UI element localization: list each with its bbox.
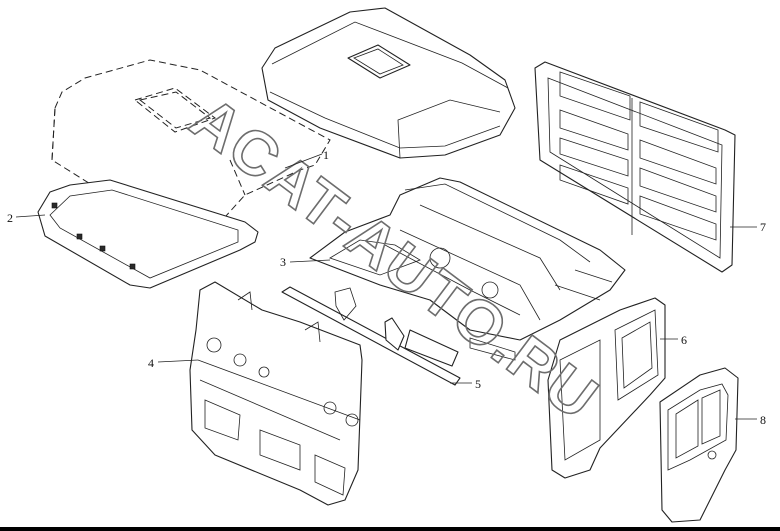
front-wall (189, 281, 363, 506)
callout-labels: 1 2 3 4 5 6 7 8 (7, 148, 766, 427)
callout-8: 8 (760, 413, 766, 427)
callout-6: 6 (681, 333, 687, 347)
callout-5: 5 (475, 377, 481, 391)
roof-panel (261, 7, 516, 159)
callout-2: 2 (7, 211, 13, 225)
door (659, 367, 739, 523)
callout-4: 4 (148, 356, 154, 370)
roof-frame (37, 179, 259, 289)
side-wall (547, 297, 666, 479)
callout-1: 1 (323, 148, 329, 162)
bottom-rule (0, 527, 780, 531)
callout-7: 7 (760, 220, 766, 234)
leader-lines (15, 153, 757, 420)
rear-wall (534, 61, 736, 273)
callout-3: 3 (280, 255, 286, 269)
floor-panel (309, 177, 626, 341)
cross-member (281, 286, 516, 386)
